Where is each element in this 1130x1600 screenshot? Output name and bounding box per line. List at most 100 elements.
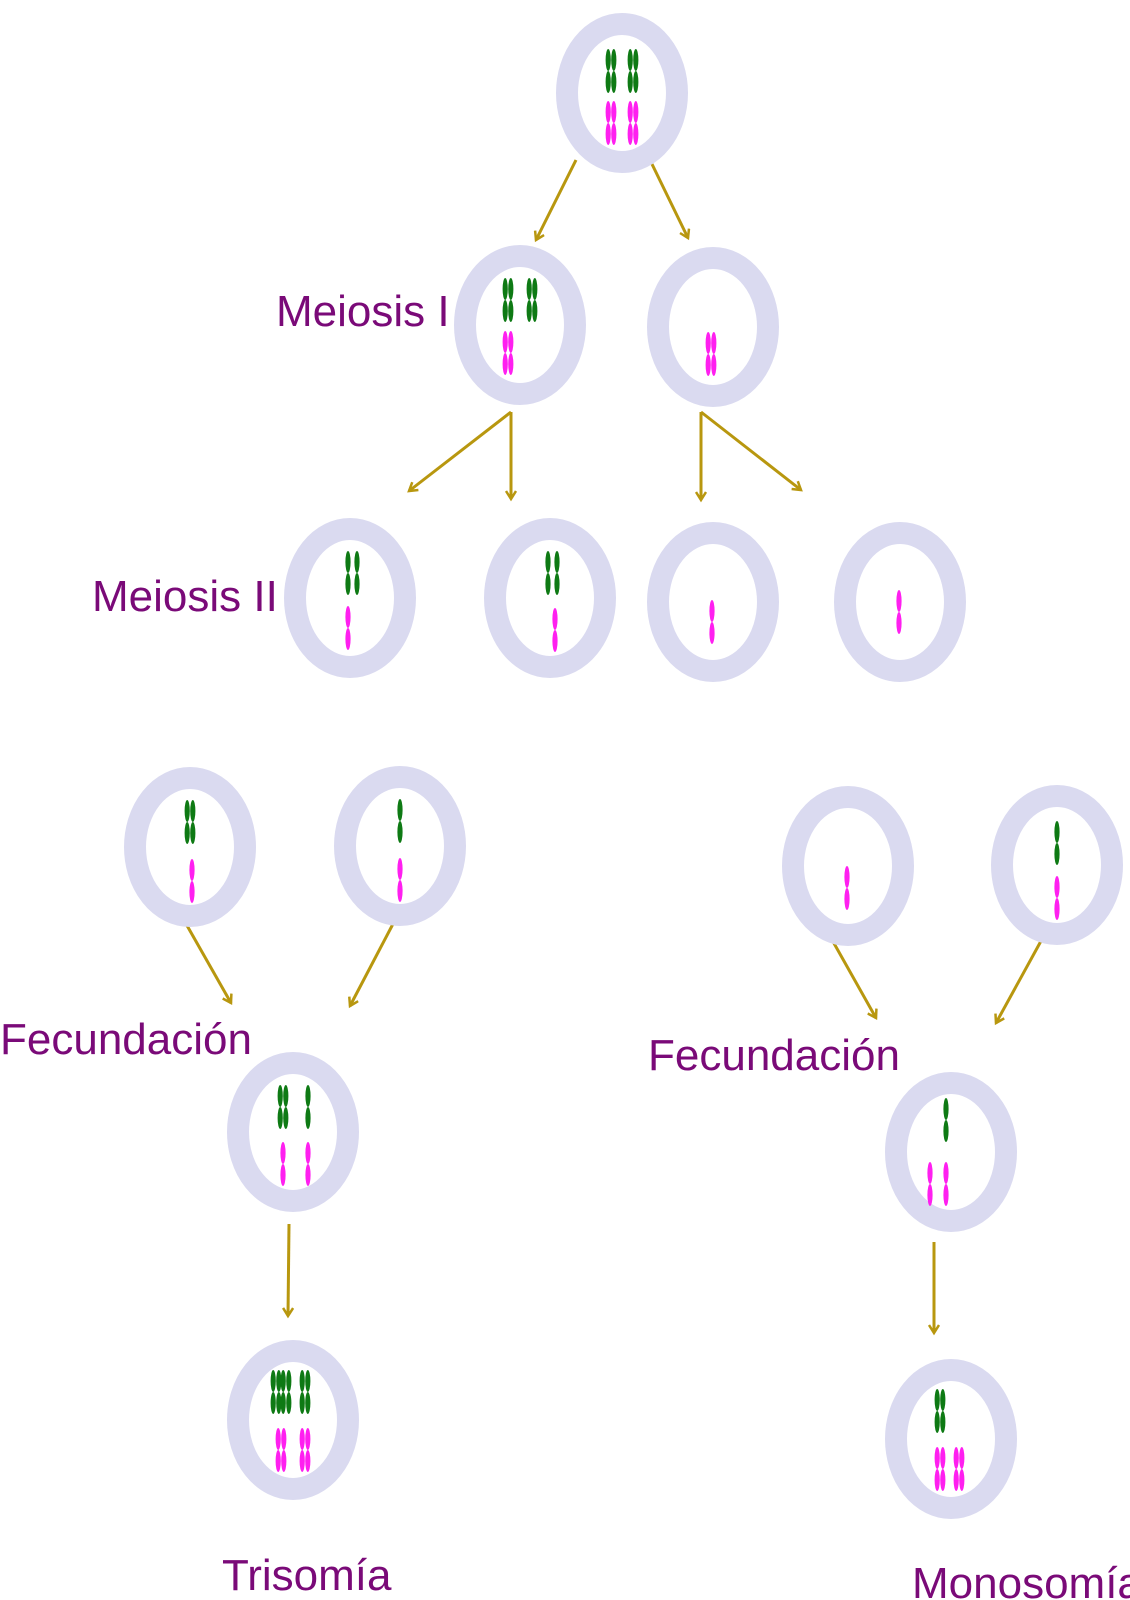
chromosome-green-1-chromatid-b-arm-top [190, 800, 196, 822]
chromosome-magenta-4-chromatid-a-arm-top [275, 1428, 281, 1450]
chromosome-magenta-4-chromatid-arm-top [305, 1142, 311, 1164]
chromosome-green-1-chromatid-arm-bottom [545, 573, 551, 595]
chromosome-green-1-chromatid-a-arm-top [270, 1370, 276, 1392]
cell-gamete-left-2 [334, 766, 466, 926]
chromosome-green-2-chromatid-arm-bottom [354, 573, 360, 595]
chromosome-magenta-4-chromatid-a-arm-bottom [275, 1450, 281, 1472]
arrow-8 [350, 921, 396, 1006]
chromosome-magenta-3 [280, 1142, 286, 1186]
chromosome-magenta-4 [275, 1428, 287, 1472]
chromosome-magenta-3-chromatid-a-arm-bottom [502, 353, 508, 375]
cell-m1-left [454, 245, 586, 405]
chromosome-green-2-chromatid-arm-bottom [554, 573, 560, 595]
chromosome-magenta-2-chromatid-arm-top [397, 858, 403, 880]
chromosome-magenta-2 [189, 859, 195, 903]
chromosome-green-1-chromatid-a-arm-bottom [270, 1392, 276, 1414]
chromosome-green-1 [1054, 821, 1060, 865]
chromosome-magenta-1-chromatid-a-arm-bottom [705, 354, 711, 376]
chromosome-green-1 [397, 799, 403, 843]
chromosome-green-2 [280, 1370, 292, 1414]
chromosome-magenta-1-chromatid-arm-top [844, 866, 850, 888]
chromosome-green-1-chromatid-arm-bottom [397, 821, 403, 843]
chromosome-green-2 [627, 49, 639, 93]
chromosome-green-1-chromatid-a-arm-bottom [502, 300, 508, 322]
chromosome-green-1-chromatid-b-arm-bottom [283, 1107, 289, 1129]
chromosome-green-1-chromatid-arm-top [545, 551, 551, 573]
chromosome-magenta-5-chromatid-a-arm-bottom [299, 1450, 305, 1472]
chromosome-magenta-3-chromatid-arm-bottom [280, 1164, 286, 1186]
cell-zygote-left [227, 1052, 359, 1212]
arrow-10 [996, 940, 1043, 1023]
label-fecundacion-right: Fecundación [648, 1031, 900, 1080]
cell-membrane [227, 1340, 359, 1500]
chromosome-magenta-3 [605, 101, 617, 145]
label-meiosis-2: Meiosis II [92, 572, 278, 621]
chromosome-magenta-4-chromatid-b-arm-top [281, 1428, 287, 1450]
chromosome-green-1-chromatid-b-arm-top [940, 1389, 946, 1411]
chromosome-green-1-chromatid-b-arm-top [276, 1370, 282, 1392]
chromosome-magenta-5-chromatid-a-arm-top [299, 1428, 305, 1450]
chromosome-magenta-5-chromatid-b-arm-top [305, 1428, 311, 1450]
arrow-9 [829, 937, 876, 1018]
arrow-6 [700, 410, 801, 490]
chromosome-magenta-3-chromatid-arm-bottom [552, 630, 558, 652]
cell-membrane [885, 1072, 1017, 1232]
cell-membrane [782, 786, 914, 946]
chromosome-green-1-chromatid-arm-top [1054, 821, 1060, 843]
chromosome-magenta-3-chromatid-b-arm-bottom [959, 1469, 965, 1491]
chromosome-green-1-chromatid-arm-top [397, 799, 403, 821]
chromosome-magenta-3 [552, 608, 558, 652]
chromosome-green-2-chromatid-b-arm-top [532, 278, 538, 300]
label-monosomia: Monosomía [912, 1559, 1130, 1600]
chromosome-green-1 [277, 1085, 289, 1129]
chromosome-magenta-4 [305, 1142, 311, 1186]
chromosome-magenta-5 [299, 1428, 311, 1472]
chromosome-green-1-chromatid-b-arm-top [611, 49, 617, 71]
chromosome-magenta-3-chromatid-arm-top [552, 608, 558, 630]
chromosome-green-2-chromatid-b-arm-top [286, 1370, 292, 1392]
cell-gamete-right-1 [782, 786, 914, 946]
chromosome-green-1-chromatid-b-arm-bottom [190, 822, 196, 844]
chromosome-magenta-2 [397, 858, 403, 902]
cell-gamete-right-2 [991, 785, 1123, 945]
chromosome-green-1-chromatid-a-arm-top [934, 1389, 940, 1411]
chromosome-magenta-2-chromatid-arm-bottom [189, 881, 195, 903]
chromosome-magenta-1-chromatid-arm-top [896, 590, 902, 612]
chromosome-green-2-chromatid-arm-top [554, 551, 560, 573]
chromosome-green-1-chromatid-arm-top [943, 1098, 949, 1120]
chromosome-green-1 [934, 1389, 946, 1433]
cell-m2-b [484, 518, 616, 678]
chromosome-green-1-chromatid-arm-bottom [345, 573, 351, 595]
chromosome-magenta-1-chromatid-a-arm-top [705, 332, 711, 354]
chromosome-green-3 [299, 1370, 311, 1414]
chromosome-green-3-chromatid-b-arm-bottom [305, 1392, 311, 1414]
chromosome-magenta-3-chromatid-arm-top [943, 1162, 949, 1184]
cell-membrane [885, 1359, 1017, 1519]
chromosome-green-1-chromatid-a-arm-bottom [184, 822, 190, 844]
chromosome-magenta-4-chromatid-b-arm-top [633, 101, 639, 123]
chromosome-magenta-1-chromatid-b-arm-top [711, 332, 717, 354]
label-fecundacion-left: Fecundación [0, 1015, 252, 1064]
chromosome-green-2-chromatid-arm-top [305, 1085, 311, 1107]
chromosome-magenta-1 [705, 332, 717, 376]
chromosome-green-1-chromatid-a-arm-top [184, 800, 190, 822]
chromosome-magenta-4-chromatid-b-arm-bottom [633, 123, 639, 145]
chromosome-magenta-3-chromatid-arm-bottom [345, 628, 351, 650]
chromosome-magenta-3-chromatid-a-arm-top [502, 331, 508, 353]
chromosome-green-1 [345, 551, 351, 595]
chromosome-magenta-4-chromatid-a-arm-bottom [627, 123, 633, 145]
chromosome-green-1-chromatid-arm-bottom [943, 1120, 949, 1142]
chromosome-magenta-5-chromatid-b-arm-bottom [305, 1450, 311, 1472]
chromosome-magenta-2-chromatid-a-arm-bottom [934, 1469, 940, 1491]
chromosome-green-1 [605, 49, 617, 93]
arrow-11 [288, 1223, 289, 1316]
cell-membrane [454, 245, 586, 405]
cell-membrane [647, 522, 779, 682]
chromosome-magenta-2-chromatid-a-arm-top [934, 1447, 940, 1469]
cell-m2-c [647, 522, 779, 682]
cell-gamete-left-1 [124, 767, 256, 927]
chromosome-magenta-2 [1054, 876, 1060, 920]
chromosome-green-2-chromatid-b-arm-bottom [286, 1392, 292, 1414]
chromosome-green-2-chromatid-a-arm-top [627, 49, 633, 71]
